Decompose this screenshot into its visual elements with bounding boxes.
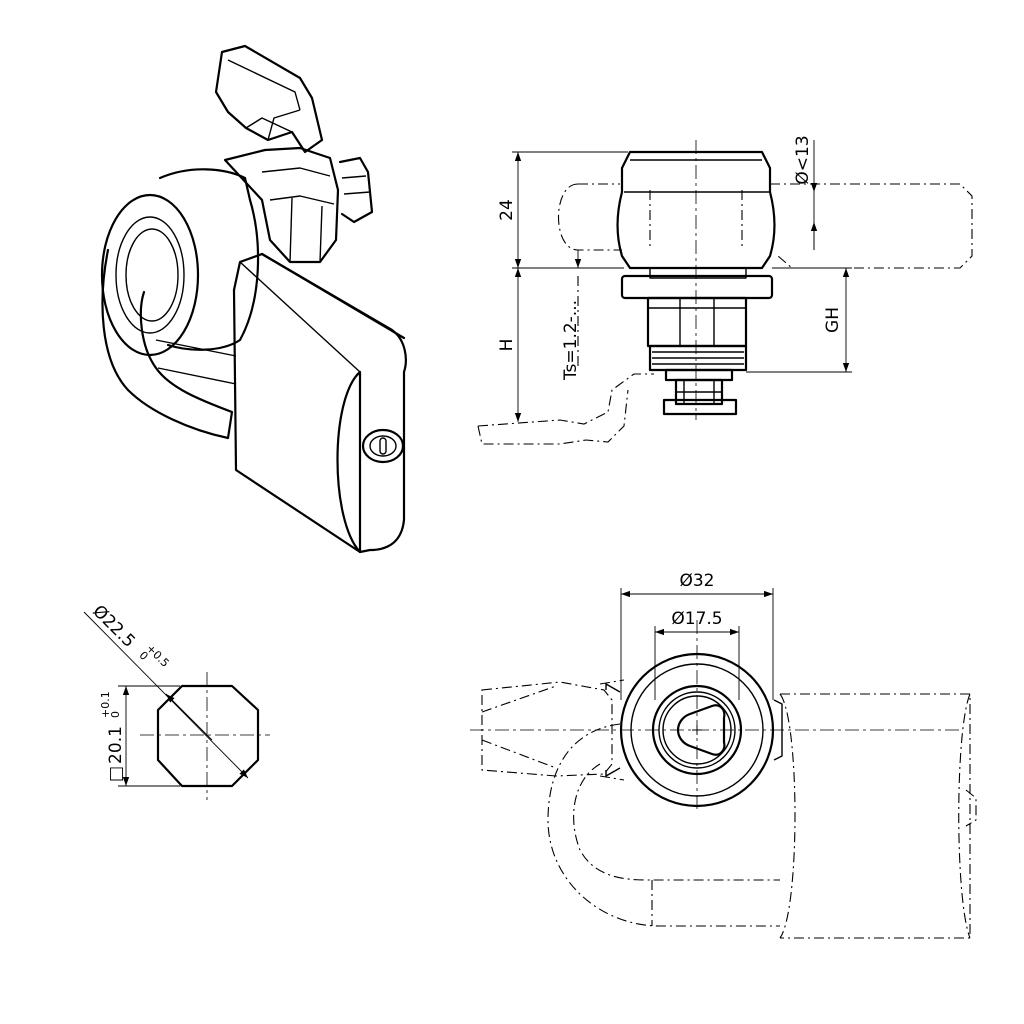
dim-dia32-label: Ø32 — [679, 571, 714, 591]
dim-24-label: 24 — [497, 199, 517, 221]
side-washer — [620, 274, 774, 300]
isometric-view — [100, 44, 407, 554]
cutout-outline — [156, 684, 260, 788]
iso-lever-wing — [214, 44, 324, 154]
dim-h-label: H — [497, 339, 517, 352]
dim-gh-label: GH — [823, 307, 843, 333]
cutout-square-tol-upper: +0.1 — [99, 691, 112, 718]
cutout-diameter-value: Ø22.5 — [88, 601, 138, 651]
side-hidden-lever — [558, 183, 973, 269]
front-outer-ring — [619, 652, 775, 808]
front-hidden-bracket — [547, 723, 780, 927]
dim-dia17-label: Ø17.5 — [671, 609, 722, 629]
side-hidden-cam — [477, 373, 654, 445]
dim-dia13-label: Ø<13 — [793, 135, 813, 184]
side-cap — [616, 150, 776, 270]
front-hidden-handle — [779, 693, 977, 939]
svg-text:□20.1: □ 20.1 — [106, 726, 126, 782]
side-view: 24 H Ts=1.2-... GH Ø<13 — [477, 135, 973, 445]
dim-ts-label: Ts=1.2-... — [561, 300, 581, 381]
cutout-diameter-tol-lower: 0 — [137, 649, 151, 663]
iso-keyhole — [361, 428, 405, 464]
cutout-square-tol-lower: 0 — [109, 711, 122, 718]
cutout-square-value: 20.1 — [106, 726, 126, 764]
front-view: Ø32 Ø17.5 — [470, 571, 977, 939]
front-triangle-key — [676, 704, 726, 756]
iso-bracket — [101, 248, 234, 440]
side-nut — [646, 296, 748, 348]
panel-cutout-view: □20.1 +0.1 0 Ø22.5 +0.5 0 — [83, 601, 270, 800]
cutout-square-symbol: □ — [106, 766, 126, 782]
iso-nut — [223, 146, 340, 264]
iso-handle — [232, 252, 407, 554]
iso-body — [158, 168, 260, 351]
